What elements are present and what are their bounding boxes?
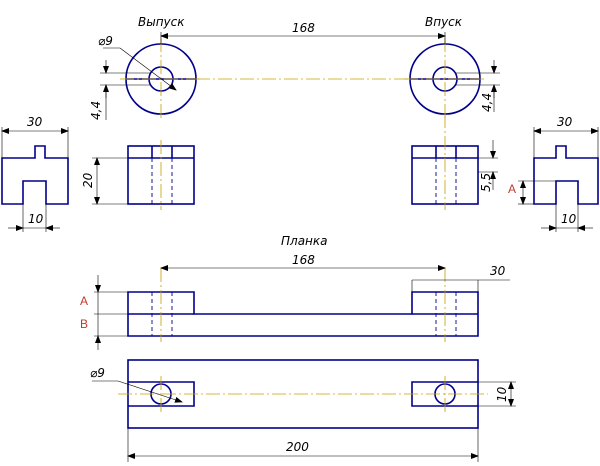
plate-hole-diameter: ⌀9: [90, 366, 105, 380]
intake-top-view: [404, 38, 486, 120]
left-offset-value: 4,4: [89, 101, 103, 120]
plate-width-value: 10: [495, 386, 509, 402]
left-side-view: [1, 145, 69, 205]
block-height-dimension: [92, 157, 128, 205]
block-depth-value: 5,5: [479, 173, 493, 192]
plate-ab-dimension: [94, 275, 128, 350]
plate-label: Планка: [281, 234, 328, 248]
intake-label: Впуск: [425, 15, 463, 29]
right-side-view: [533, 145, 599, 205]
plate-block-dimension: [411, 279, 510, 292]
left-side-width-value: 30: [27, 115, 43, 129]
block-depth-dimension: [478, 140, 498, 190]
right-side-width-dimension: [533, 127, 599, 158]
top-distance-value: 168: [292, 21, 315, 35]
exhaust-label: Выпуск: [138, 15, 185, 29]
a-plate-marker: A: [80, 294, 88, 308]
right-side-width-value: 30: [557, 115, 573, 129]
right-offset-dimension: [456, 60, 500, 112]
a-side-marker: A: [508, 182, 516, 196]
left-offset-dimension: [100, 60, 150, 120]
intake-front-view: [411, 114, 479, 210]
plate-length-dimension: [127, 428, 479, 462]
b-plate-marker: B: [80, 317, 88, 331]
plate-distance-value: 168: [292, 253, 315, 267]
left-side-width-dimension: [1, 127, 69, 158]
plate-top-view: [118, 359, 488, 429]
top-distance-dimension: [160, 32, 446, 44]
left-side-slot-dimension: [8, 204, 60, 232]
left-side-slot-value: 10: [28, 212, 44, 226]
plate-side-view: [127, 268, 479, 342]
right-offset-value: 4,4: [480, 93, 494, 112]
plate-block-value: 30: [490, 264, 506, 278]
block-height-value: 20: [81, 172, 95, 188]
top-hole-diameter: ⌀9: [98, 34, 113, 48]
a-side-dimension: [518, 180, 556, 205]
exhaust-front-view: [127, 140, 195, 210]
right-side-slot-value: 10: [561, 212, 577, 226]
top-hole-leader: [103, 47, 177, 91]
plate-length-value: 200: [286, 440, 309, 454]
plate-width-dimension: [478, 381, 516, 407]
right-side-slot-dimension: [541, 204, 593, 232]
plate-hole-leader: [92, 380, 183, 403]
